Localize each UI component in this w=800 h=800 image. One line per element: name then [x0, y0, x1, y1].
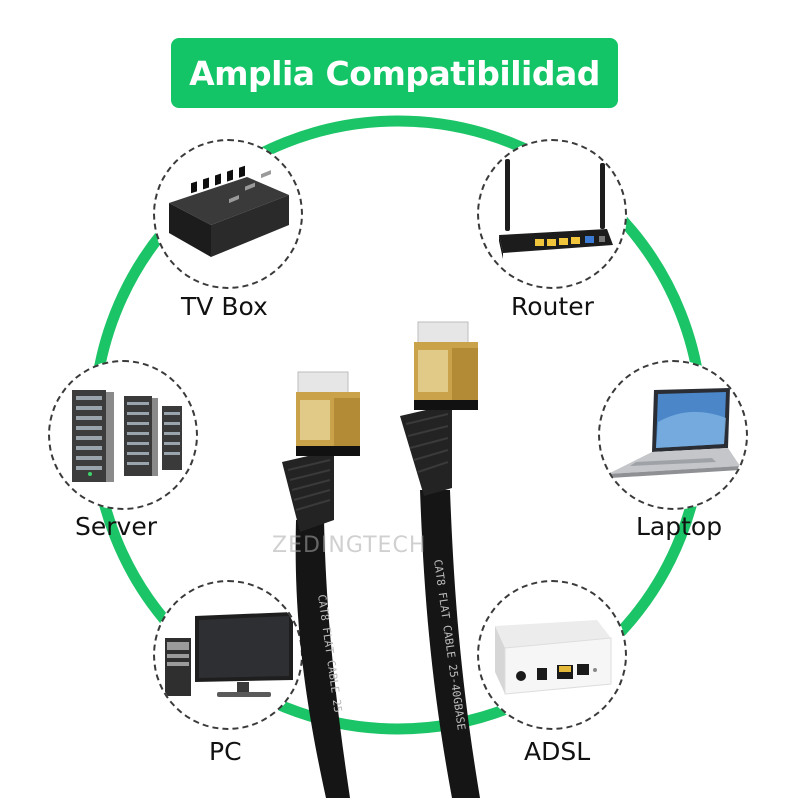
adsl-label: ADSL — [524, 737, 591, 766]
server-label: Server — [75, 512, 157, 541]
laptop-icon — [608, 388, 740, 478]
router-icon — [499, 159, 613, 259]
adsl-modem-icon — [495, 620, 612, 695]
router-circle — [477, 139, 627, 289]
tv-box-label: TV Box — [181, 292, 268, 321]
adsl-circle — [477, 580, 627, 730]
server-circle — [48, 360, 198, 510]
router-label: Router — [511, 292, 594, 321]
pc-icon — [165, 612, 293, 697]
laptop-label: Laptop — [636, 512, 723, 541]
server-icon — [72, 390, 182, 482]
title-banner: Amplia Compatibilidad — [171, 38, 618, 108]
laptop-circle — [598, 360, 748, 510]
brand-watermark: ZEDINGTECH — [272, 533, 427, 558]
tv-box-icon — [169, 165, 289, 257]
tv-box-circle — [153, 139, 303, 289]
banner-title: Amplia Compatibilidad — [189, 53, 600, 93]
pc-label: PC — [209, 737, 242, 766]
